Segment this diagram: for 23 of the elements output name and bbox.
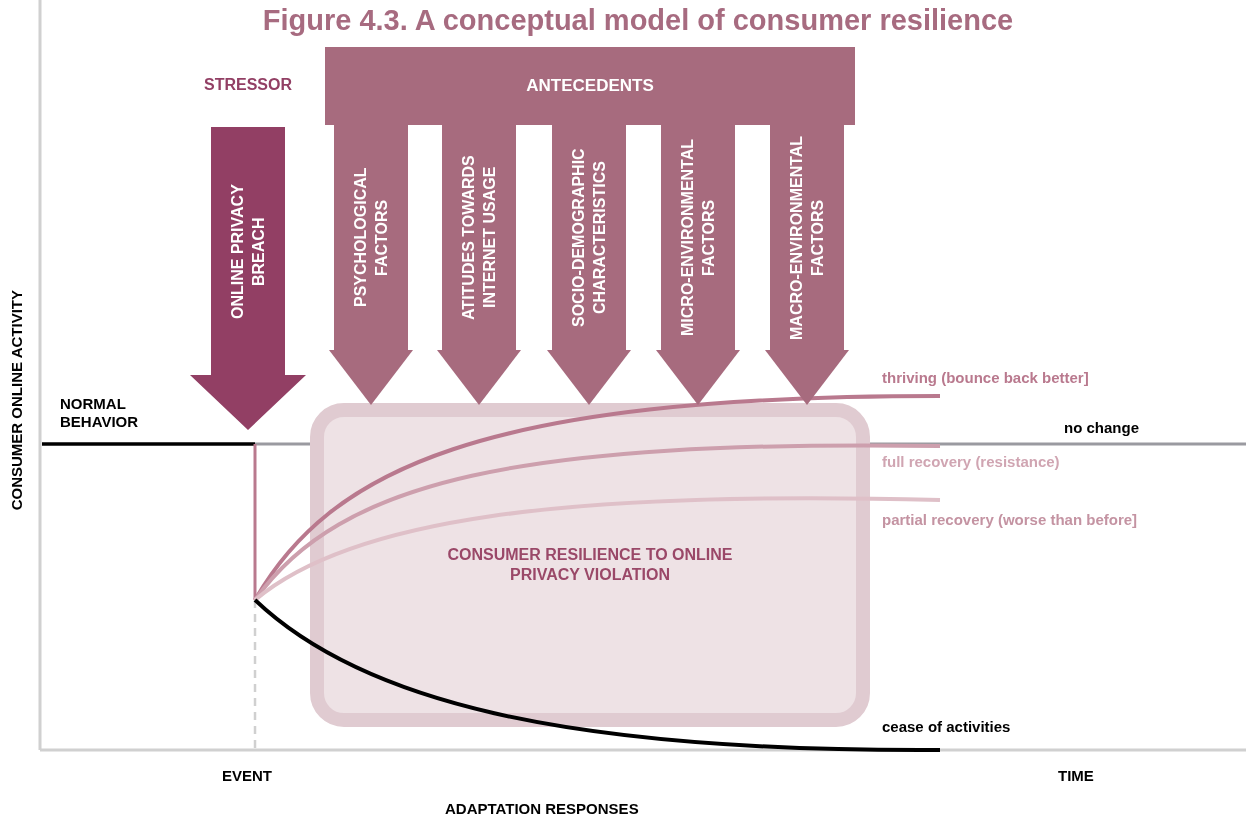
edge-label: MICRO-ENVIRONMENTAL FACTORS [678,138,718,338]
bar-label: ANTECEDENTS [526,76,654,96]
curve-label: cease of activities [882,718,1011,736]
arrow-label: ONLINE PRIVACY BREACH [228,182,268,321]
panel-label: CONSUMER RESILIENCE TO ONLINE PRIVACY VIOLATION [446,545,734,585]
rounded-panel [310,403,870,727]
edge-label: PSYCHOLOGICAL FACTORS [351,166,391,310]
figure-title: Figure 4.3. A conceptual model of consumer resilience [261,4,1015,37]
curve-label: full recovery (resistance) [882,453,1060,471]
edge-label: ATITUDES TOWARDS INTERNET USAGE [459,154,499,322]
edge-label: SOCIO-DEMOGRAPHIC CHARACTERISTICS [569,147,609,329]
axis-tick-label: EVENT [222,767,272,785]
axis-title: ADAPTATION RESPONSES [445,800,639,818]
curve-label: thriving (bounce back better] [882,369,1089,387]
arrow-heading: STRESSOR [203,76,293,94]
curve-label: partial recovery (worse than before] [882,511,1138,529]
edge-label: MACRO-ENVIRONMENTAL FACTORS [787,135,827,340]
axis-title: CONSUMER ONLINE ACTIVITY [8,290,26,511]
line-label: no change [1064,419,1139,437]
line-label: NORMAL BEHAVIOR [60,395,140,431]
axis-tick-label: TIME [1058,767,1094,785]
header-bar [325,47,855,125]
block-arrow [765,125,849,405]
